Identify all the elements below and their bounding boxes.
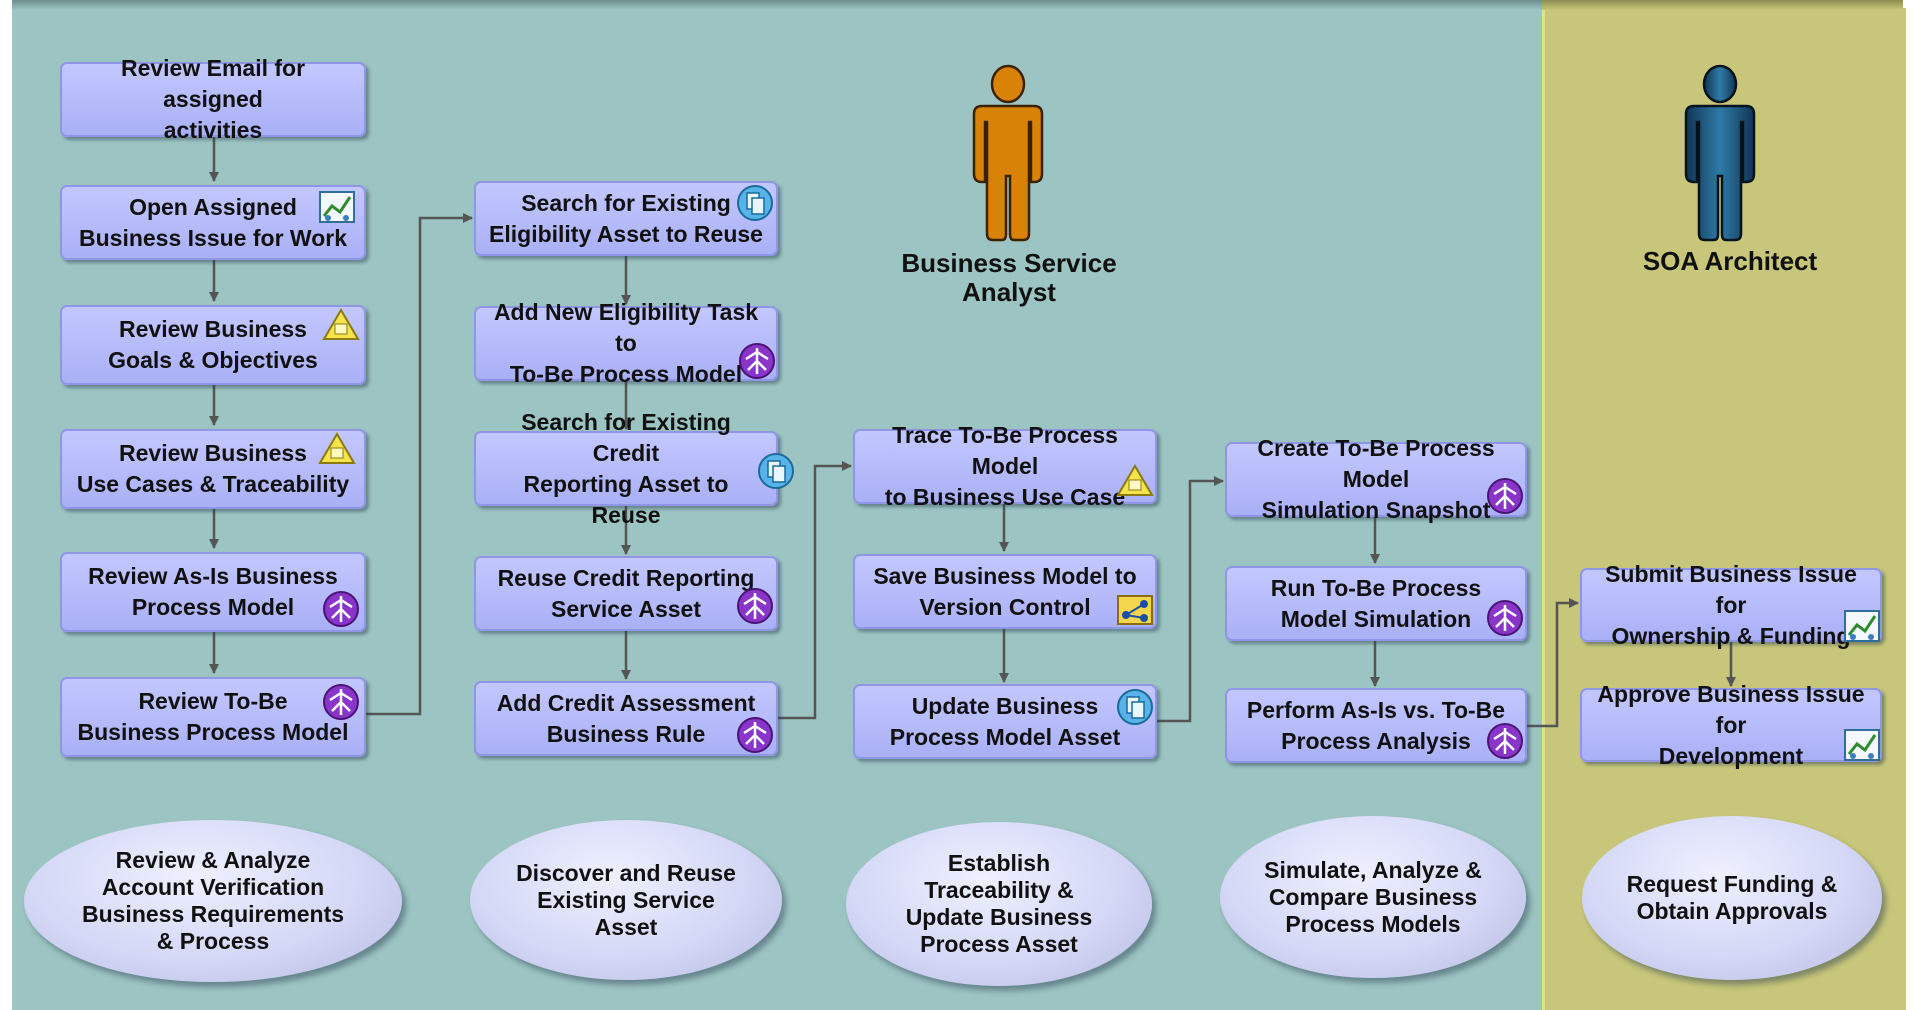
architect-figure-icon [1684, 64, 1756, 242]
task-review-goals[interactable]: Review Business Goals & Objectives [60, 305, 366, 385]
process-model-icon [737, 717, 773, 753]
requirements-icon [1116, 464, 1154, 496]
connector [1157, 476, 1224, 723]
asset-search-icon [737, 185, 773, 221]
requirements-icon [318, 432, 356, 464]
analyst-role-label: Business Service Analyst [901, 248, 1117, 307]
requirements-icon [322, 308, 360, 340]
task-review-as-is-model[interactable]: Review As-Is Business Process Model [60, 552, 366, 632]
asset-search-icon [758, 453, 794, 489]
phase-request-funding: Request Funding & Obtain Approvals [1582, 816, 1882, 980]
task-add-credit-rule[interactable]: Add Credit Assessment Business Rule [474, 681, 778, 756]
task-review-to-be-model[interactable]: Review To-Be Business Process Model [60, 677, 366, 757]
task-run-simulation[interactable]: Run To-Be Process Model Simulation [1225, 566, 1527, 641]
task-trace-to-use-case[interactable]: Trace To-Be Process Model to Business Us… [853, 422, 1157, 510]
phase-discover-reuse: Discover and Reuse Existing Service Asse… [470, 820, 782, 980]
task-update-model-asset[interactable]: Update Business Process Model Asset [853, 684, 1157, 759]
task-open-business-issue[interactable]: Open Assigned Business Issue for Work [60, 185, 366, 260]
dashboard-icon [319, 191, 355, 223]
version-control-icon [1117, 595, 1153, 625]
process-model-icon [1487, 600, 1523, 636]
phase-establish-traceability: Establish Traceability & Update Business… [846, 822, 1152, 986]
connector [1527, 598, 1579, 728]
phase-simulate-analyze: Simulate, Analyze & Compare Business Pro… [1220, 816, 1526, 978]
phase-review-analyze: Review & Analyze Account Verification Bu… [24, 820, 402, 982]
diagram-top-border-right [1542, 0, 1903, 10]
task-add-eligibility-task[interactable]: Add New Eligibility Task to To-Be Proces… [474, 299, 778, 387]
task-review-use-cases[interactable]: Review Business Use Cases & Traceability [60, 429, 366, 509]
process-model-icon [1487, 723, 1523, 759]
process-model-icon [323, 684, 359, 720]
process-model-icon [323, 591, 359, 627]
process-model-icon [737, 588, 773, 624]
process-model-icon [1487, 478, 1523, 514]
analyst-figure-icon [972, 64, 1044, 242]
task-review-email[interactable]: Review Email for assigned activities [60, 55, 366, 143]
task-search-eligibility-asset[interactable]: Search for Existing Eligibility Asset to… [474, 181, 778, 256]
task-submit-business-issue[interactable]: Submit Business Issue for Ownership & Fu… [1580, 561, 1882, 649]
asset-search-icon [1117, 689, 1153, 725]
task-perform-analysis[interactable]: Perform As-Is vs. To-Be Process Analysis [1225, 688, 1527, 763]
dashboard-icon [1844, 610, 1880, 642]
task-save-to-version-control[interactable]: Save Business Model to Version Control [853, 554, 1157, 629]
process-model-icon [739, 343, 775, 379]
connector [778, 461, 852, 720]
architect-role-label: SOA Architect [1642, 246, 1818, 276]
task-approve-business-issue[interactable]: Approve Business Issue for Development [1580, 681, 1882, 769]
diagram-top-border [12, 0, 1903, 10]
task-search-credit-asset[interactable]: Search for Existing Credit Reporting Ass… [474, 409, 778, 528]
connector [366, 213, 473, 716]
task-reuse-credit-asset[interactable]: Reuse Credit Reporting Service Asset [474, 556, 778, 631]
dashboard-icon [1844, 729, 1880, 761]
task-create-simulation-snapshot[interactable]: Create To-Be Process Model Simulation Sn… [1225, 435, 1527, 523]
